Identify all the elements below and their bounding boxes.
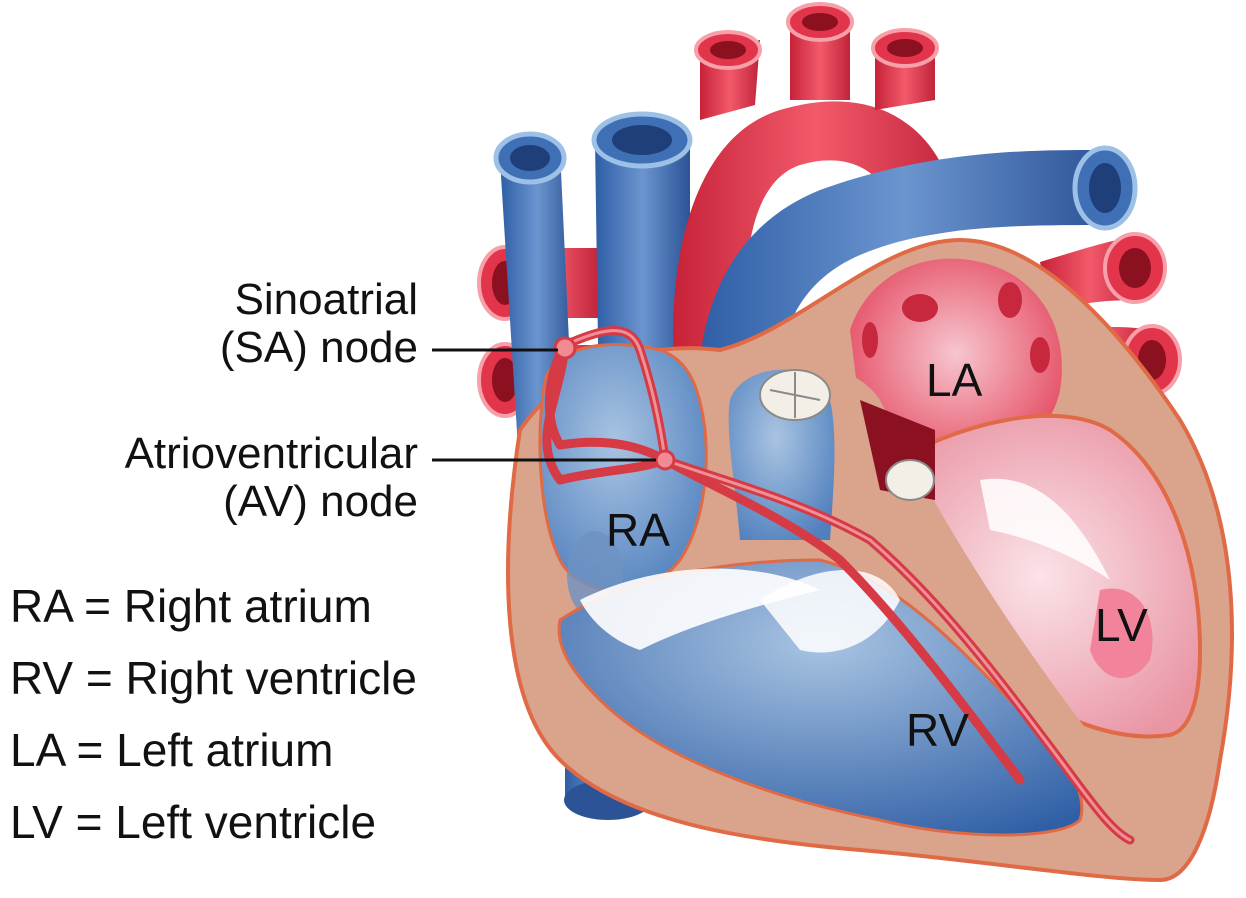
chamber-label-ra: RA bbox=[606, 505, 670, 555]
av-node-label: Atrioventricular (AV) node bbox=[40, 430, 418, 526]
sa-node-label: Sinoatrial (SA) node bbox=[140, 276, 418, 372]
legend-item-rv: RV = Right ventricle bbox=[10, 652, 417, 704]
av-node-label-line1: Atrioventricular bbox=[40, 430, 418, 478]
chamber-label-lv: LV bbox=[1095, 600, 1148, 650]
sa-node-label-line1: Sinoatrial bbox=[140, 276, 418, 324]
chamber-label-rv: RV bbox=[906, 705, 969, 755]
legend-item-la: LA = Left atrium bbox=[10, 724, 333, 776]
chamber-label-la: LA bbox=[926, 355, 982, 405]
sa-node-marker bbox=[555, 338, 575, 358]
av-node-marker bbox=[656, 451, 674, 469]
legend-item-ra: RA = Right atrium bbox=[10, 580, 372, 632]
sa-node-label-line2: (SA) node bbox=[140, 324, 418, 372]
av-node-label-line2: (AV) node bbox=[40, 478, 418, 526]
legend-item-lv: LV = Left ventricle bbox=[10, 796, 376, 848]
